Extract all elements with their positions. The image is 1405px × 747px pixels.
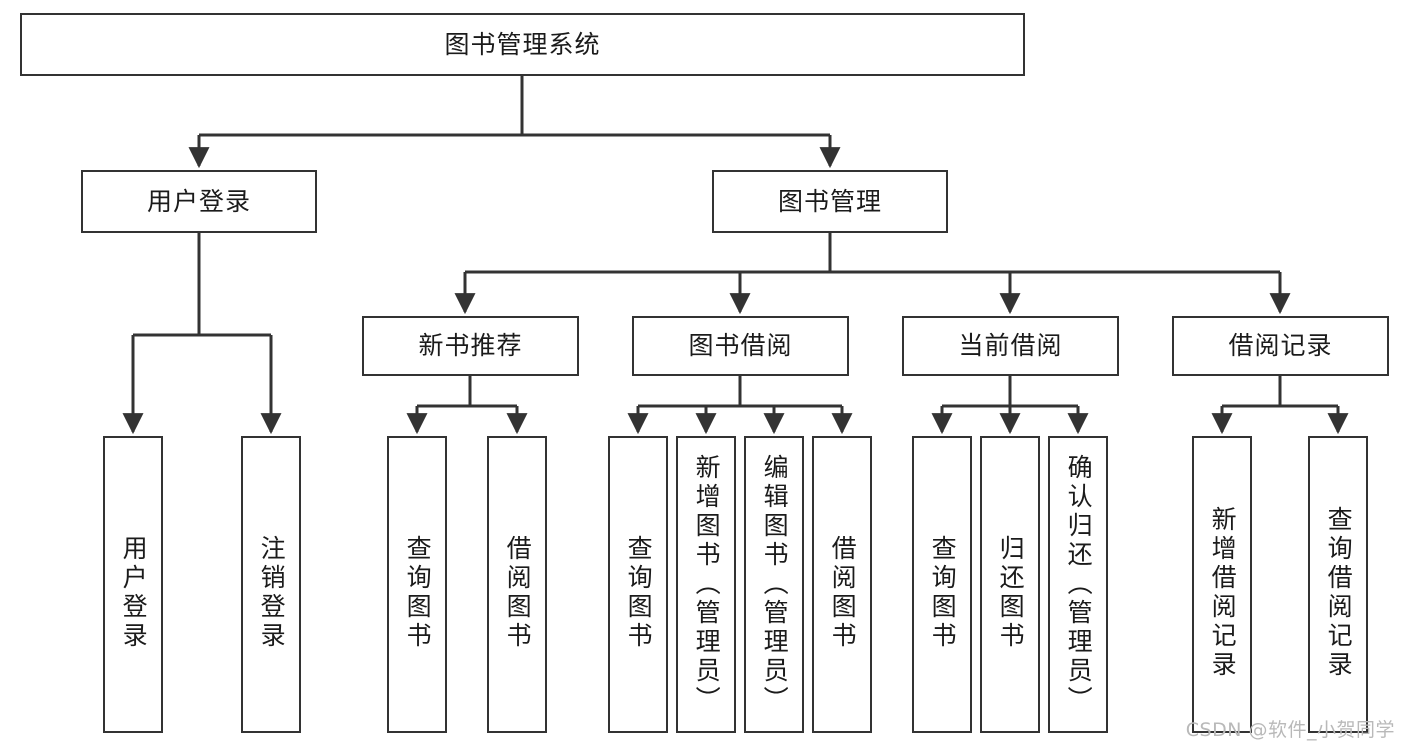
node-user-login[interactable]: 用户登录 bbox=[81, 170, 317, 233]
node-book-manage[interactable]: 图书管理 bbox=[712, 170, 948, 233]
node-leaf-logout-login-label: 注销登录 bbox=[257, 534, 287, 651]
node-leaf-borrow-book-2[interactable]: 借阅图书 bbox=[812, 436, 872, 733]
node-leaf-query-book-3[interactable]: 查询图书 bbox=[912, 436, 972, 733]
node-leaf-edit-book[interactable]: 编辑图书（管理员） bbox=[744, 436, 804, 733]
node-new-book-recommend-label: 新书推荐 bbox=[418, 331, 523, 361]
node-leaf-confirm-return-label: 确认归还（管理员） bbox=[1064, 454, 1094, 715]
node-leaf-add-borrow-record[interactable]: 新增借阅记录 bbox=[1192, 436, 1252, 733]
node-new-book-recommend[interactable]: 新书推荐 bbox=[362, 316, 579, 376]
node-leaf-query-book-2[interactable]: 查询图书 bbox=[608, 436, 668, 733]
node-root-label: 图书管理系统 bbox=[444, 29, 601, 59]
node-leaf-add-borrow-record-label: 新增借阅记录 bbox=[1208, 505, 1238, 680]
node-leaf-user-login[interactable]: 用户登录 bbox=[103, 436, 163, 733]
csdn-watermark: CSDN @软件_小贺同学 bbox=[1185, 719, 1395, 741]
node-leaf-add-book[interactable]: 新增图书（管理员） bbox=[676, 436, 736, 733]
node-leaf-query-borrow-record-label: 查询借阅记录 bbox=[1324, 505, 1354, 680]
node-leaf-borrow-book-1[interactable]: 借阅图书 bbox=[487, 436, 547, 733]
node-leaf-confirm-return[interactable]: 确认归还（管理员） bbox=[1048, 436, 1108, 733]
node-book-borrow-label: 图书借阅 bbox=[688, 331, 793, 361]
node-current-borrow[interactable]: 当前借阅 bbox=[902, 316, 1119, 376]
node-leaf-query-borrow-record[interactable]: 查询借阅记录 bbox=[1308, 436, 1368, 733]
node-user-login-label: 用户登录 bbox=[146, 186, 251, 216]
node-leaf-borrow-book-1-label: 借阅图书 bbox=[503, 534, 533, 651]
node-leaf-user-login-label: 用户登录 bbox=[119, 534, 149, 651]
node-leaf-query-book-1[interactable]: 查询图书 bbox=[387, 436, 447, 733]
node-root[interactable]: 图书管理系统 bbox=[20, 13, 1025, 76]
node-leaf-edit-book-label: 编辑图书（管理员） bbox=[760, 454, 790, 715]
node-leaf-query-book-1-label: 查询图书 bbox=[403, 534, 433, 651]
node-current-borrow-label: 当前借阅 bbox=[958, 331, 1063, 361]
node-borrow-record[interactable]: 借阅记录 bbox=[1172, 316, 1389, 376]
node-leaf-return-book-label: 归还图书 bbox=[996, 534, 1026, 651]
node-leaf-add-book-label: 新增图书（管理员） bbox=[692, 454, 722, 715]
node-borrow-record-label: 借阅记录 bbox=[1228, 331, 1333, 361]
node-leaf-return-book[interactable]: 归还图书 bbox=[980, 436, 1040, 733]
node-leaf-borrow-book-2-label: 借阅图书 bbox=[828, 534, 858, 651]
node-book-manage-label: 图书管理 bbox=[777, 186, 882, 216]
node-leaf-query-book-3-label: 查询图书 bbox=[928, 534, 958, 651]
node-leaf-query-book-2-label: 查询图书 bbox=[624, 534, 654, 651]
node-book-borrow[interactable]: 图书借阅 bbox=[632, 316, 849, 376]
node-leaf-logout-login[interactable]: 注销登录 bbox=[241, 436, 301, 733]
